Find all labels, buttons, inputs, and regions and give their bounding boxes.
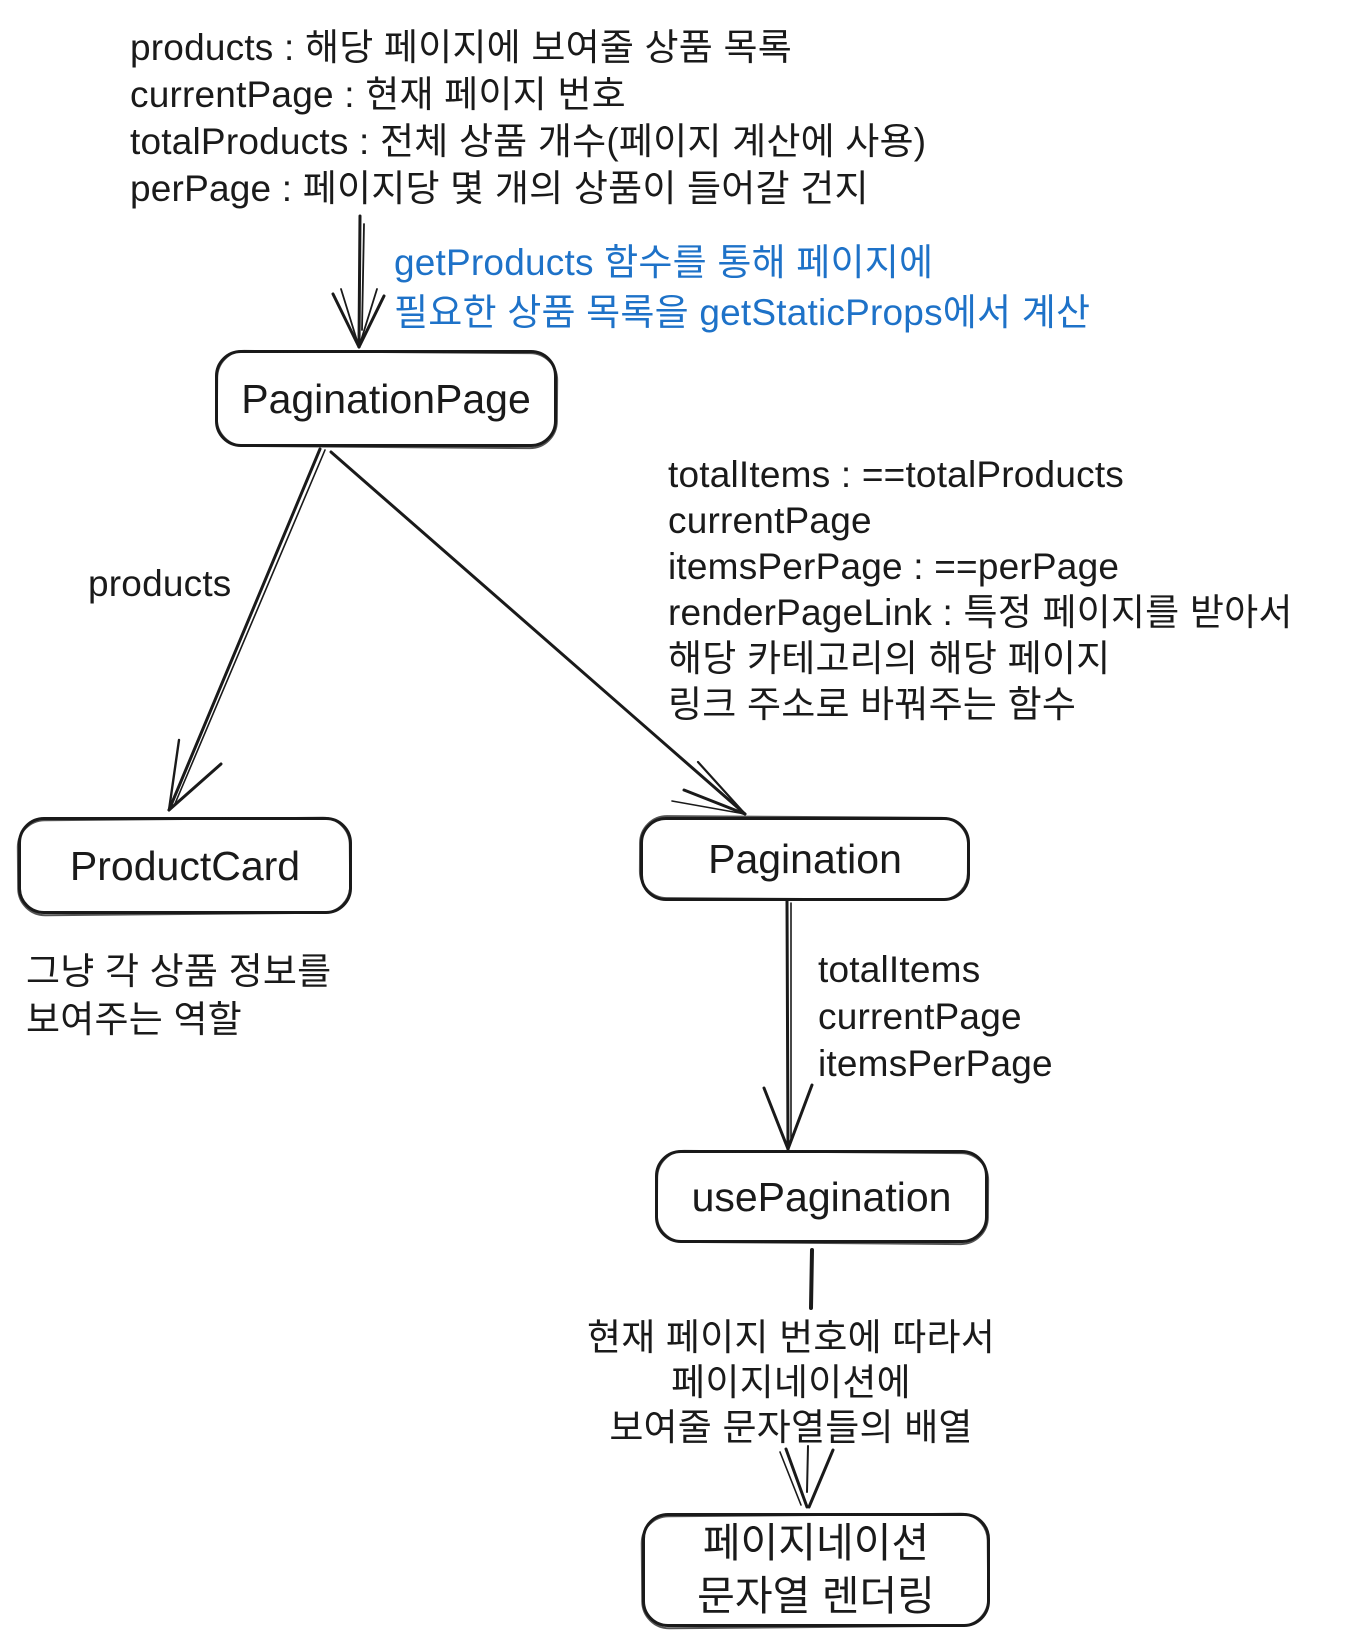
annotation-line: products : 해당 페이지에 보여줄 상품 목록 [130,27,792,68]
edge-label-products: products [88,563,232,604]
annotation-line: perPage : 페이지당 몇 개의 상품이 들어갈 건지 [130,168,869,209]
node-label: ProductCard [69,842,301,889]
getproducts-annotation: getProducts 함수를 통해 페이지에 필요한 상품 목록을 getSt… [394,238,1090,338]
productcard-annotation: 그냥 각 상품 정보를 보여주는 역할 [26,948,331,1044]
annotation-line: itemsPerPage [818,1043,1053,1084]
annotation-line: getProducts 함수를 통해 페이지에 [394,242,934,283]
usepagination-output-annotation: 현재 페이지 번호에 따라서 페이지네이션에 보여줄 문자열들의 배열 [491,1315,1091,1450]
annotation-line: currentPage : 현재 페이지 번호 [130,74,626,115]
node-pagination-render: 페이지네이션 문자열 렌더링 [642,1513,990,1627]
annotation-line: 보여줄 문자열들의 배열 [609,1407,973,1448]
annotation-line: 필요한 상품 목록을 getStaticProps에서 계산 [394,292,1091,333]
node-label: usePagination [691,1173,952,1220]
annotation-line: totalItems : ==totalProducts [668,454,1124,495]
node-label: Pagination [708,836,902,882]
annotation-line: totalProducts : 전체 상품 개수(페이지 계산에 사용) [130,121,927,162]
node-use-pagination: usePagination [655,1150,988,1243]
annotation-line: itemsPerPage : ==perPage [668,546,1120,587]
arrow-pagination-to-usepagination [762,898,814,1151]
arrow-props-to-paginationpage [331,214,386,349]
annotation-line: 그냥 각 상품 정보를 [26,951,332,992]
arrow-output-to-render [779,1445,835,1509]
annotation-line: currentPage [818,996,1022,1037]
annotation-line: currentPage [668,500,872,541]
node-label-line: 문자열 렌더링 [697,1573,935,1619]
annotation-line: 현재 페이지 번호에 따라서 [586,1317,996,1358]
annotation-line: 보여주는 역할 [26,999,242,1040]
node-pagination-page: PaginationPage [215,350,557,447]
annotation-line: 해당 카테고리의 해당 페이지 [668,638,1111,679]
annotation-line: 링크 주소로 바꿔주는 함수 [668,684,1077,725]
annotation-line: totalItems [818,949,981,990]
annotation-line: 페이지네이션에 [671,1362,911,1403]
connector-usepagination-output [809,1248,814,1310]
node-product-card: ProductCard [18,817,352,914]
node-label-line: 페이지네이션 [702,1520,930,1566]
annotation-line: renderPageLink : 특정 페이지를 받아서 [668,592,1293,633]
node-pagination: Pagination [640,817,970,901]
node-label: PaginationPage [241,375,531,422]
pagination-props-annotation: totalItems : ==totalProducts currentPage… [668,452,1293,728]
arrow-paginationpage-to-productcard [167,447,326,812]
props-annotation: products : 해당 페이지에 보여줄 상품 목록 currentPage… [130,24,926,212]
usepagination-props-annotation: totalItems currentPage itemsPerPage [818,946,1053,1087]
